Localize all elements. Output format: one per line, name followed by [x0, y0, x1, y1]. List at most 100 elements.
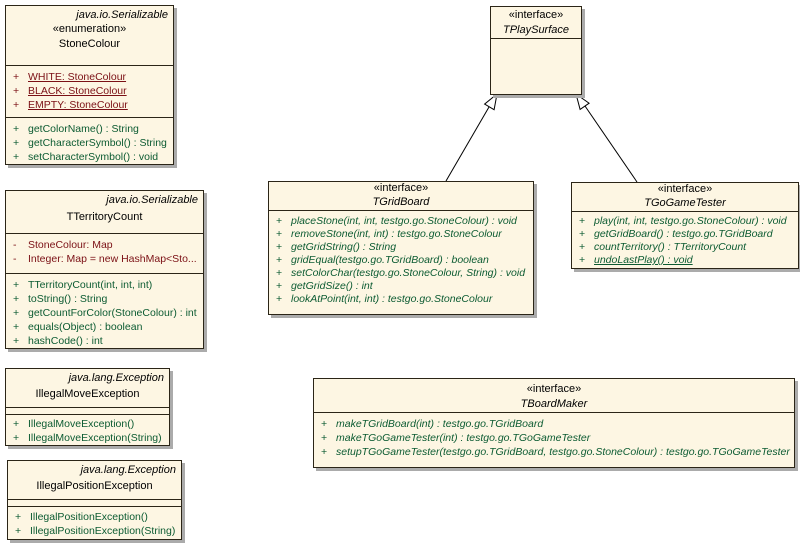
- visibility-marker: +: [321, 418, 328, 430]
- methods-compartment: + getColorName() : String + getCharacterSym…: [6, 117, 173, 164]
- visibility-marker: +: [321, 432, 328, 444]
- method-text: getCharacterSymbol() : String: [28, 137, 167, 149]
- class-box-tgogametester[interactable]: «interface» TGoGameTester + play(int, int…: [571, 182, 799, 269]
- extends-tag: java.io.Serializable: [106, 194, 198, 206]
- visibility-marker: +: [15, 511, 22, 523]
- method-text: play(int, int, testgo.go.StoneColour) : …: [594, 215, 787, 227]
- method-text: IllegalPositionException(String): [30, 525, 176, 537]
- class-name: TPlaySurface: [502, 24, 570, 36]
- method-row: +equals(Object) : boolean: [6, 320, 203, 334]
- method-row: + lookAtPoint(int, int) : testgo.go.Stone…: [269, 293, 533, 306]
- method-row: +IllegalMoveException(String): [6, 431, 169, 445]
- visibility-marker: +: [579, 254, 586, 266]
- generalization-line-tgridboard: [445, 106, 490, 182]
- class-title: «interface» TBoardMaker: [314, 379, 794, 412]
- method-text: lookAtPoint(int, int) : testgo.go.StoneC…: [291, 293, 493, 305]
- stereotype-label: «interface»: [508, 9, 564, 21]
- methods-compartment: + TTerritoryCount(int, int, int)+toString…: [6, 273, 203, 348]
- stereotype-label: «interface»: [526, 383, 582, 395]
- hollow-triangle-arrowhead: [575, 92, 590, 111]
- attr-row: -StoneColour: Map: [6, 238, 203, 252]
- class-box-stonecolour[interactable]: java.io.Serializable «enumeration» Stone…: [5, 5, 174, 165]
- attr-text: BLACK: StoneColour: [28, 85, 127, 97]
- stereotype-label: «enumeration»: [52, 23, 127, 35]
- method-row: +getGridBoard() : testgo.go.TGridBoard: [572, 228, 798, 241]
- attr-text: StoneColour: Map: [28, 239, 113, 251]
- extends-tag: java.lang.Exception: [68, 372, 164, 384]
- attr-text: WHITE: StoneColour: [28, 71, 127, 83]
- class-name: TTerritoryCount: [66, 211, 143, 223]
- method-text: getGridBoard() : testgo.go.TGridBoard: [594, 228, 773, 240]
- attr-row: +BLACK: StoneColour: [6, 84, 173, 98]
- class-box-illegalmoveexception[interactable]: java.lang.Exception IllegalMoveException…: [5, 368, 170, 446]
- method-row: + getGridSize() : int: [269, 280, 533, 293]
- class-title: java.io.Serializable «enumeration» Stone…: [6, 6, 173, 65]
- method-text: getCountForColor(StoneColour) : int: [28, 307, 197, 319]
- attributes-compartment-empty: [6, 407, 169, 414]
- class-title: «interface» TGoGameTester: [572, 183, 798, 211]
- method-text: getGridSize() : int: [291, 280, 373, 292]
- class-box-illegalpositionexception[interactable]: java.lang.Exception IllegalPositionExcep…: [7, 460, 182, 540]
- class-name: StoneColour: [58, 38, 121, 50]
- attr-row: +WHITE: StoneColour: [6, 70, 173, 84]
- method-text: TTerritoryCount(int, int, int): [28, 279, 153, 291]
- class-name: IllegalMoveException: [35, 388, 140, 400]
- method-row: +setupTGoGameTester(testgo.go.TGridBoard…: [314, 445, 794, 459]
- stereotype-label: «interface»: [657, 183, 713, 195]
- method-text: setupTGoGameTester(testgo.go.TGridBoard,…: [336, 446, 790, 458]
- visibility-marker: +: [15, 525, 22, 537]
- method-text: IllegalMoveException(): [28, 418, 135, 430]
- attr-row: -Integer: Map = new HashMap<Sto...: [6, 252, 203, 266]
- method-row: + getColorName() : String: [6, 122, 173, 136]
- method-row: +placeStone(int, int, testgo.go.StoneCol…: [269, 215, 533, 228]
- hollow-triangle-arrowhead: [483, 92, 498, 111]
- visibility-marker: +: [13, 335, 20, 347]
- method-row: +undoLastPlay() : void: [572, 254, 798, 267]
- method-text: setCharacterSymbol() : void: [28, 151, 159, 163]
- method-row: +gridEqual(testgo.go.TGridBoard) : boole…: [269, 254, 533, 267]
- class-name: TBoardMaker: [520, 398, 588, 410]
- method-row: + makeTGoGameTester(int) : testgo.go.TGoG…: [314, 431, 794, 445]
- attributes-compartment: +WHITE: StoneColour+BLACK: StoneColour+ E…: [6, 65, 173, 117]
- method-text: getGridString() : String: [291, 241, 397, 253]
- class-title: «interface» TPlaySurface: [491, 7, 581, 38]
- visibility-marker: +: [276, 241, 283, 253]
- attr-text: Integer: Map = new HashMap<Sto...: [28, 253, 197, 265]
- class-box-tplaysurface[interactable]: «interface» TPlaySurface: [490, 6, 582, 95]
- methods-compartment: +makeTGridBoard(int) : testgo.go.TGridBo…: [314, 412, 794, 467]
- methods-compartment: + play(int, int, testgo.go.StoneColour) :…: [572, 211, 798, 268]
- visibility-marker: -: [13, 239, 17, 251]
- visibility-marker: +: [13, 321, 20, 333]
- visibility-marker: +: [13, 432, 20, 444]
- visibility-marker: +: [276, 280, 283, 292]
- method-text: placeStone(int, int, testgo.go.StoneColo…: [291, 215, 517, 227]
- visibility-marker: +: [276, 293, 283, 305]
- stereotype-label: «interface»: [373, 182, 429, 194]
- methods-compartment: +IllegalMoveException()+IllegalMoveExcep…: [6, 414, 169, 445]
- method-row: + IllegalPositionException(String): [8, 524, 181, 538]
- visibility-marker: -: [13, 253, 17, 265]
- visibility-marker: +: [579, 241, 586, 253]
- class-name: IllegalPositionException: [36, 480, 153, 492]
- class-box-tterritorycount[interactable]: java.io.Serializable TTerritoryCount -St…: [5, 190, 204, 349]
- attr-text: EMPTY: StoneColour: [28, 99, 128, 111]
- visibility-marker: +: [13, 137, 20, 149]
- method-row: + IllegalPositionException(): [8, 510, 181, 524]
- class-box-tgridboard[interactable]: «interface» TGridBoard +placeStone(int, …: [268, 181, 534, 315]
- method-text: IllegalPositionException(): [30, 511, 148, 523]
- method-row: + getCharacterSymbol() : String: [6, 136, 173, 150]
- method-text: makeTGoGameTester(int) : testgo.go.TGoGa…: [336, 432, 591, 444]
- method-row: +IllegalMoveException(): [6, 417, 169, 431]
- empty-compartment: [491, 38, 581, 94]
- method-row: +setCharacterSymbol() : void: [6, 150, 173, 164]
- method-text: getColorName() : String: [28, 123, 139, 135]
- class-box-tboardmaker[interactable]: «interface» TBoardMaker +makeTGridBoard(…: [313, 378, 795, 468]
- method-row: + getGridString() : String: [269, 241, 533, 254]
- visibility-marker: +: [13, 123, 20, 135]
- method-row: +removeStone(int, int) : testgo.go.Stone…: [269, 228, 533, 241]
- method-text: gridEqual(testgo.go.TGridBoard) : boolea…: [291, 254, 489, 266]
- method-text: countTerritory() : TTerritoryCount: [594, 241, 747, 253]
- visibility-marker: +: [276, 228, 283, 240]
- method-row: +toString() : String: [6, 292, 203, 306]
- visibility-marker: +: [13, 99, 20, 111]
